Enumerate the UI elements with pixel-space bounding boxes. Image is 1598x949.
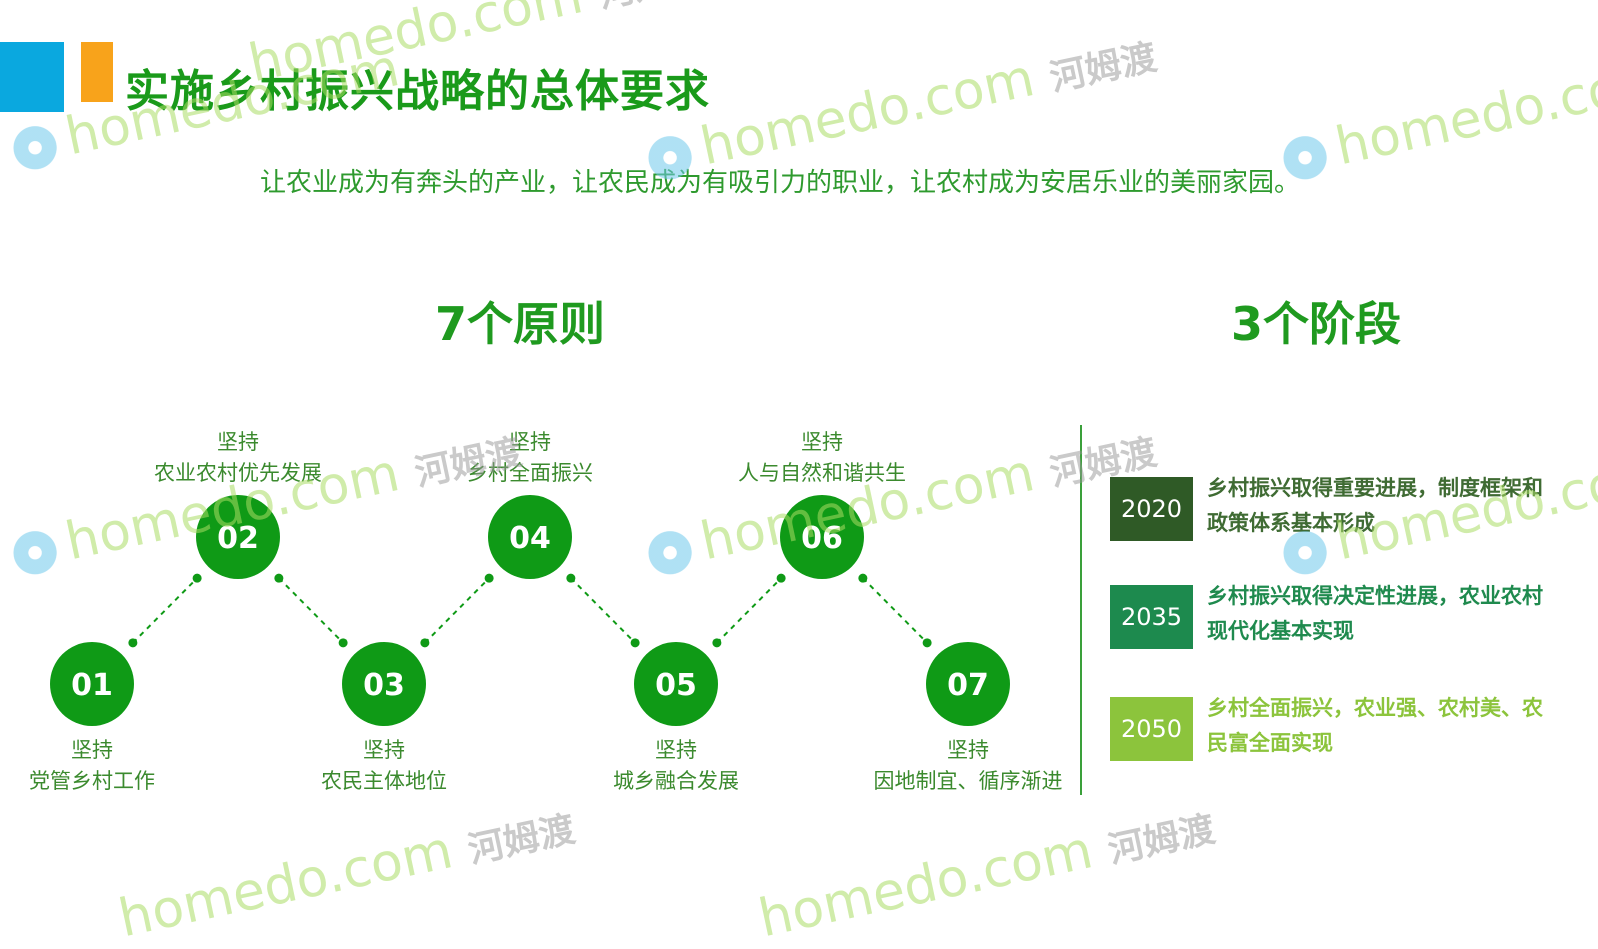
connector-dot [338,638,348,648]
connector-line [570,577,636,644]
principle-label: 坚持人与自然和谐共生 [702,427,942,489]
principle-node-06 [780,495,864,579]
principle-label-line2: 乡村全面振兴 [467,461,593,485]
principle-node-05 [634,642,718,726]
connector-dot [192,573,202,583]
principle-label-line1: 坚持 [71,738,113,762]
connector-dot [128,638,138,648]
connector-line [716,577,782,644]
principle-label-line2: 农业农村优先发展 [154,461,322,485]
connector-dot [712,638,722,648]
principles-heading: 7个原则 [434,297,606,351]
principle-label: 坚持因地制宜、循序渐进 [848,735,1088,797]
principle-node-03 [342,642,426,726]
principle-label: 坚持乡村全面振兴 [410,427,650,489]
connector-dot [776,573,786,583]
principle-label-line2: 农民主体地位 [321,769,447,793]
principle-label-line1: 坚持 [947,738,989,762]
principle-number: 03 [363,668,405,703]
principle-label-line1: 坚持 [363,738,405,762]
stage-year-badge: 2035 [1110,585,1193,649]
principle-label-line1: 坚持 [655,738,697,762]
principle-number: 07 [947,668,989,703]
principle-label: 坚持城乡融合发展 [556,735,796,797]
principle-label-line2: 城乡融合发展 [613,769,739,793]
principle-label: 坚持农民主体地位 [264,735,504,797]
principle-label-line1: 坚持 [509,430,551,454]
principles-diagram: 01 02 03 04 05 06 07 [50,495,1010,726]
stage-year-badge: 2020 [1110,477,1193,541]
principle-node-02 [196,495,280,579]
principle-label-line1: 坚持 [217,430,259,454]
blue-accent-block [0,42,64,112]
principle-number: 01 [71,668,113,703]
principle-label-line2: 人与自然和谐共生 [738,461,906,485]
connector-line [862,577,928,644]
principle-label-line1: 坚持 [801,430,843,454]
principle-label-line2: 因地制宜、循序渐进 [873,769,1063,793]
section-divider [1080,425,1082,795]
principle-node-01 [50,642,134,726]
principle-number: 02 [217,521,259,556]
stage-description: 乡村振兴取得决定性进展，农业农村现代化基本实现 [1207,584,1543,643]
connector-dot [922,638,932,648]
connector-dot [566,573,576,583]
principle-label-line2: 党管乡村工作 [29,769,155,793]
connector-dot [858,573,868,583]
principle-label: 坚持党管乡村工作 [0,735,212,797]
page-subtitle: 让农业成为有奔头的产业，让农民成为有吸引力的职业，让农村成为安居乐业的美丽家园。 [259,168,1300,198]
stages-heading: 3个阶段 [1230,297,1402,351]
principle-number: 05 [655,668,697,703]
principle-number: 04 [509,521,551,556]
page-title: 实施乡村振兴战略的总体要求 [125,66,710,117]
principle-label: 坚持农业农村优先发展 [118,427,358,489]
connector-dot [630,638,640,648]
connector-dot [420,638,430,648]
stage-description: 乡村全面振兴，农业强、农村美、农民富全面实现 [1207,696,1543,755]
stage-description: 乡村振兴取得重要进展，制度框架和政策体系基本形成 [1207,476,1543,535]
connector-dot [484,573,494,583]
principle-node-07 [926,642,1010,726]
connector-line [132,577,198,644]
principle-number: 06 [801,521,843,556]
connector-line [278,577,344,644]
orange-accent-block [81,42,113,102]
principle-node-04 [488,495,572,579]
connector-line [424,577,490,644]
stage-year-badge: 2050 [1110,697,1193,761]
connector-dot [274,573,284,583]
